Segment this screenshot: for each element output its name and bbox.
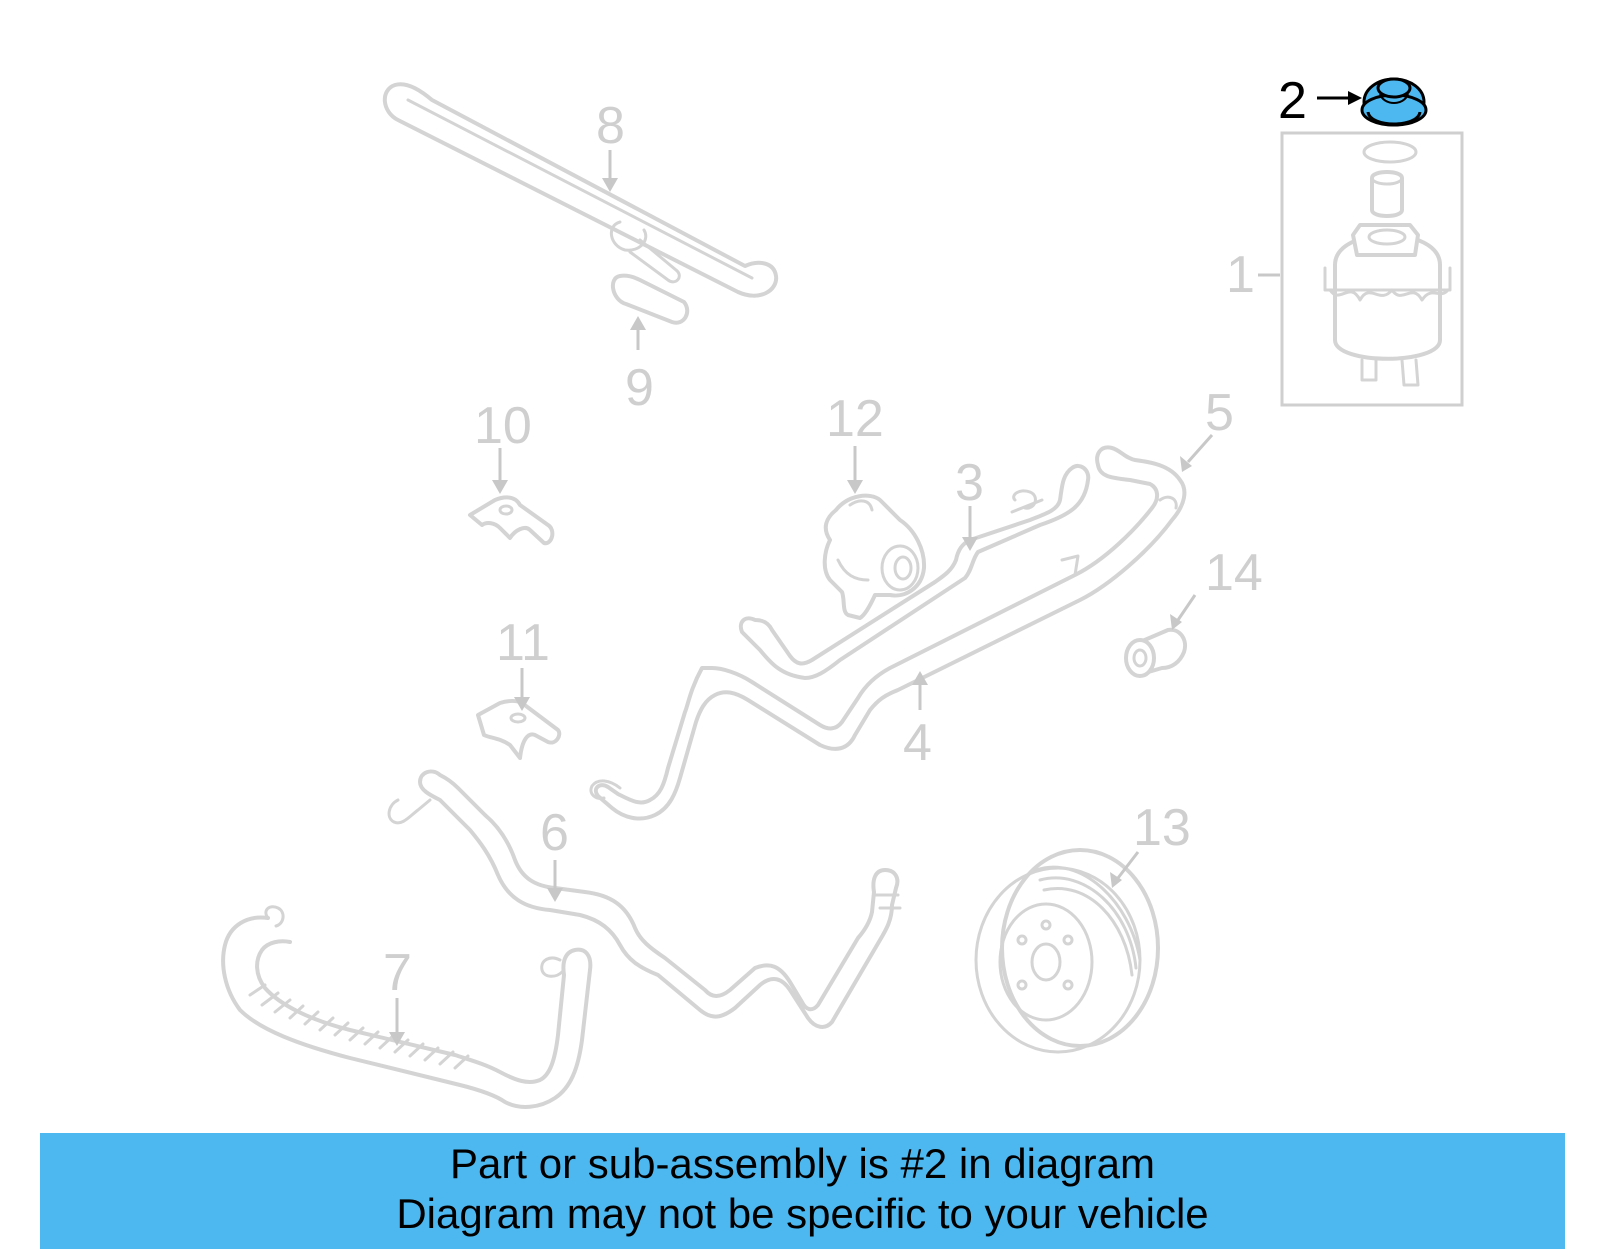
callout-1: 1 <box>1226 246 1255 304</box>
banner-line-2: Diagram may not be specific to your vehi… <box>396 1190 1209 1237</box>
part-13-pulley[interactable] <box>974 848 1160 1054</box>
callout-leaders <box>389 91 1362 1046</box>
part-9-pad[interactable] <box>610 273 690 325</box>
part-11-clamp[interactable] <box>476 699 562 760</box>
callout-12: 12 <box>826 390 884 448</box>
part-14-sleeve[interactable] <box>1124 627 1187 678</box>
callout-5: 5 <box>1205 384 1234 442</box>
info-banner: Part or sub-assembly is #2 in diagram Di… <box>40 1133 1565 1249</box>
banner-line-1: Part or sub-assembly is #2 in diagram <box>450 1140 1155 1187</box>
callout-2: 2 <box>1278 72 1307 130</box>
callout-8: 8 <box>596 97 625 155</box>
part-7-hose[interactable] <box>221 905 593 1109</box>
callout-4: 4 <box>903 714 932 772</box>
callout-6: 6 <box>540 804 569 862</box>
callout-14: 14 <box>1205 544 1263 602</box>
part-6-line[interactable] <box>387 769 902 1029</box>
callout-10: 10 <box>474 397 532 455</box>
callout-7: 7 <box>383 944 412 1002</box>
callout-11: 11 <box>496 614 550 672</box>
part-3-hose[interactable] <box>738 463 1091 680</box>
part-4-hose[interactable] <box>589 445 1187 821</box>
part-8-bracket[interactable] <box>382 82 779 298</box>
part-1-reservoir[interactable] <box>1280 131 1464 407</box>
part-12-valve[interactable] <box>822 493 927 620</box>
callout-13: 13 <box>1133 799 1191 857</box>
part-2-cap[interactable] <box>1360 77 1428 127</box>
callout-3: 3 <box>955 454 984 512</box>
callout-9: 9 <box>625 359 654 417</box>
part-10-clamp[interactable] <box>468 495 555 546</box>
